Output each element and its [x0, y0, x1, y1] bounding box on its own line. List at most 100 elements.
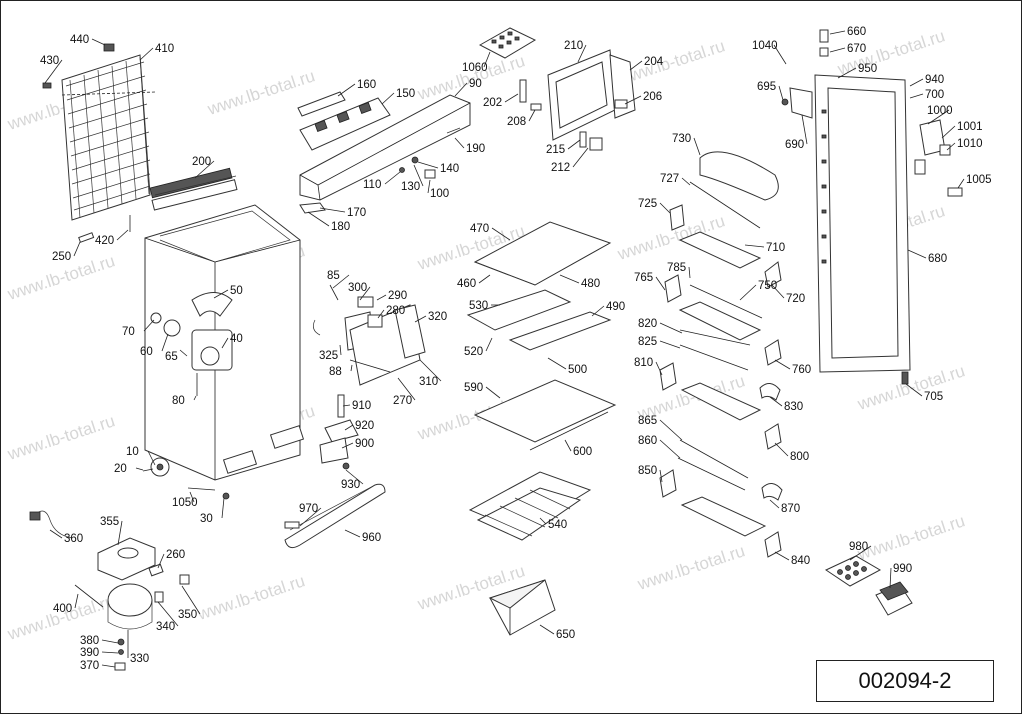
part-label-190: 190 [466, 143, 485, 155]
leader-line-20 [135, 467, 144, 471]
part-label-65: 65 [165, 351, 178, 363]
leader-line-660 [829, 30, 846, 35]
part-label-340: 340 [156, 621, 175, 633]
part-label-1000: 1000 [927, 105, 953, 117]
leader-line-870 [769, 499, 780, 509]
leader-line-90 [454, 82, 468, 97]
part-label-700: 700 [925, 89, 944, 101]
leader-line-180 [307, 211, 330, 227]
hinge-parts [319, 394, 359, 470]
leader-line-380 [101, 639, 119, 644]
part-label-380: 380 [80, 635, 99, 647]
leader-line-1050 [189, 491, 195, 503]
leader-line-1010 [946, 142, 956, 151]
leader-line-810 [655, 361, 663, 376]
leader-line-30 [221, 497, 225, 519]
leader-line-85 [332, 274, 350, 289]
leader-line-130 [413, 164, 424, 187]
part-label-865: 865 [638, 415, 657, 427]
part-label-725: 725 [638, 198, 657, 210]
leader-line-830 [769, 396, 783, 407]
leader-line-350 [181, 585, 201, 615]
leader-line-730 [693, 137, 701, 156]
part-label-88: 88 [329, 366, 342, 378]
part-label-950: 950 [858, 63, 877, 75]
part-label-20: 20 [114, 463, 127, 475]
part-label-310: 310 [419, 376, 438, 388]
watermark-text: www.lb-total.ru [854, 511, 967, 564]
leader-line-1040 [773, 44, 787, 65]
part-label-910: 910 [352, 400, 371, 412]
part-label-40: 40 [230, 333, 243, 345]
leader-line-520 [485, 337, 493, 352]
part-label-500: 500 [568, 364, 587, 376]
part-label-110: 110 [363, 179, 381, 191]
part-label-530: 530 [469, 300, 488, 312]
leader-line-540 [539, 517, 547, 525]
part-label-1060: 1060 [462, 62, 488, 74]
leader-line-850 [659, 469, 663, 483]
part-label-290: 290 [388, 290, 407, 302]
leader-line-460 [478, 274, 491, 284]
watermark-text: www.lb-total.ru [4, 591, 117, 644]
leader-line-710 [744, 244, 765, 248]
part-label-920: 920 [355, 420, 374, 432]
fridge-door [781, 29, 963, 385]
part-label-90: 90 [469, 78, 482, 90]
leader-line-140 [417, 161, 439, 169]
part-label-170: 170 [347, 207, 366, 219]
part-label-390: 390 [80, 647, 99, 659]
leader-line-940 [909, 78, 924, 87]
part-label-370: 370 [80, 660, 99, 672]
part-label-460: 460 [457, 278, 476, 290]
part-label-204: 204 [644, 56, 664, 68]
leader-line-1001 [941, 125, 956, 139]
leader-line-480 [559, 274, 580, 284]
part-label-785: 785 [667, 262, 686, 274]
leader-line-430 [44, 59, 63, 84]
leader-lines [44, 30, 965, 668]
part-label-350: 350 [178, 609, 197, 621]
leader-line-440 [91, 38, 106, 46]
part-label-820: 820 [638, 318, 657, 330]
part-label-1040: 1040 [752, 40, 778, 52]
part-label-70: 70 [122, 326, 135, 338]
leader-line-150 [381, 92, 395, 105]
leader-line-420 [116, 229, 129, 241]
leader-line-190 [454, 137, 465, 149]
leader-line-202 [504, 93, 519, 103]
part-label-180: 180 [331, 221, 350, 233]
leader-line-1000 [927, 109, 950, 125]
part-label-320: 320 [428, 311, 447, 323]
leader-line-590 [485, 386, 501, 399]
watermark-text: www.lb-total.ru [194, 571, 307, 624]
leader-line-970 [299, 507, 322, 527]
part-label-130: 130 [401, 181, 420, 193]
part-label-840: 840 [791, 555, 810, 567]
part-label-695: 695 [757, 81, 776, 93]
leader-line-206 [624, 95, 642, 105]
leader-line-765 [655, 276, 666, 291]
leader-line-990 [889, 567, 892, 589]
part-label-705: 705 [924, 391, 943, 403]
leader-line-160 [337, 83, 356, 97]
leader-line-820 [659, 322, 683, 334]
part-label-650: 650 [556, 629, 575, 641]
leader-line-290 [376, 294, 387, 301]
leader-line-860 [659, 439, 681, 459]
part-label-960: 960 [362, 532, 381, 544]
leader-line-40 [221, 337, 229, 349]
leader-line-270 [397, 377, 416, 401]
leader-line-690 [801, 114, 808, 145]
part-label-200: 200 [192, 156, 211, 168]
part-label-760: 760 [792, 364, 811, 376]
leader-line-50 [213, 289, 229, 299]
leader-line-320 [414, 315, 427, 323]
leader-line-260 [157, 553, 165, 569]
leader-line-900 [341, 442, 354, 449]
leader-line-1005 [957, 178, 965, 189]
part-label-270: 270 [393, 395, 412, 407]
